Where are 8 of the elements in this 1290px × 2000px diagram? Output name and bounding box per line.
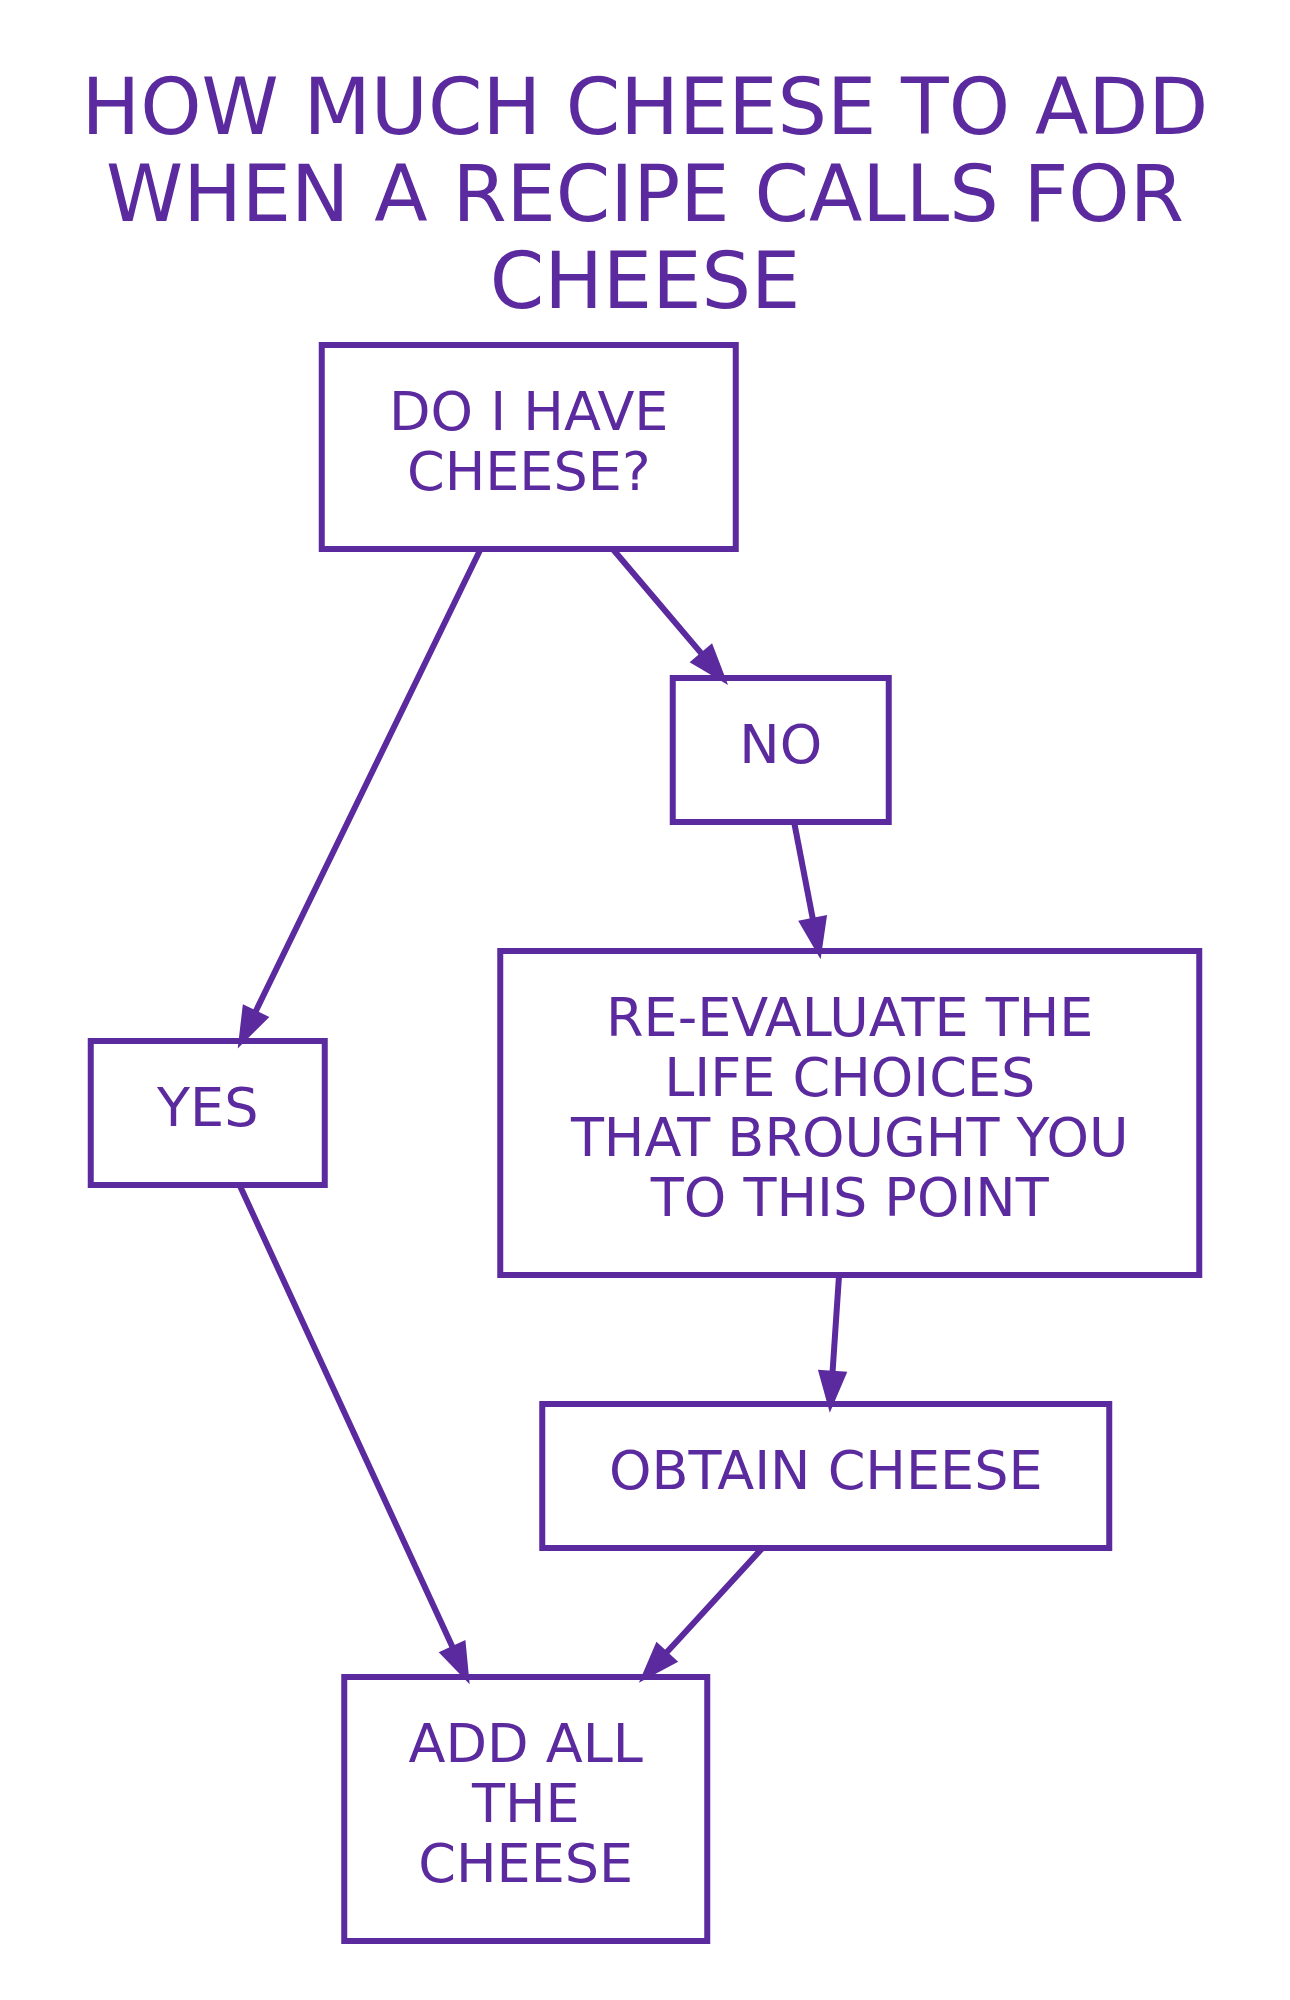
node-box: NO	[669, 674, 892, 825]
node-box: OBTAIN CHEESE	[539, 1400, 1113, 1551]
arrow	[817, 1275, 848, 1413]
node-box: DO I HAVE CHEESE?	[318, 341, 739, 552]
node-box: RE-EVALUATE THE LIFE CHOICES THAT BROUGHT YOU TO THIS POINT	[497, 947, 1203, 1278]
diagram-title: HOW MUCH CHEESE TO ADD WHEN A RECIPE CALLS FOR CHEESE	[81, 61, 1209, 326]
node-box: YES	[87, 1037, 328, 1188]
node-box: ADD ALL THE CHEESE	[341, 1673, 711, 1944]
